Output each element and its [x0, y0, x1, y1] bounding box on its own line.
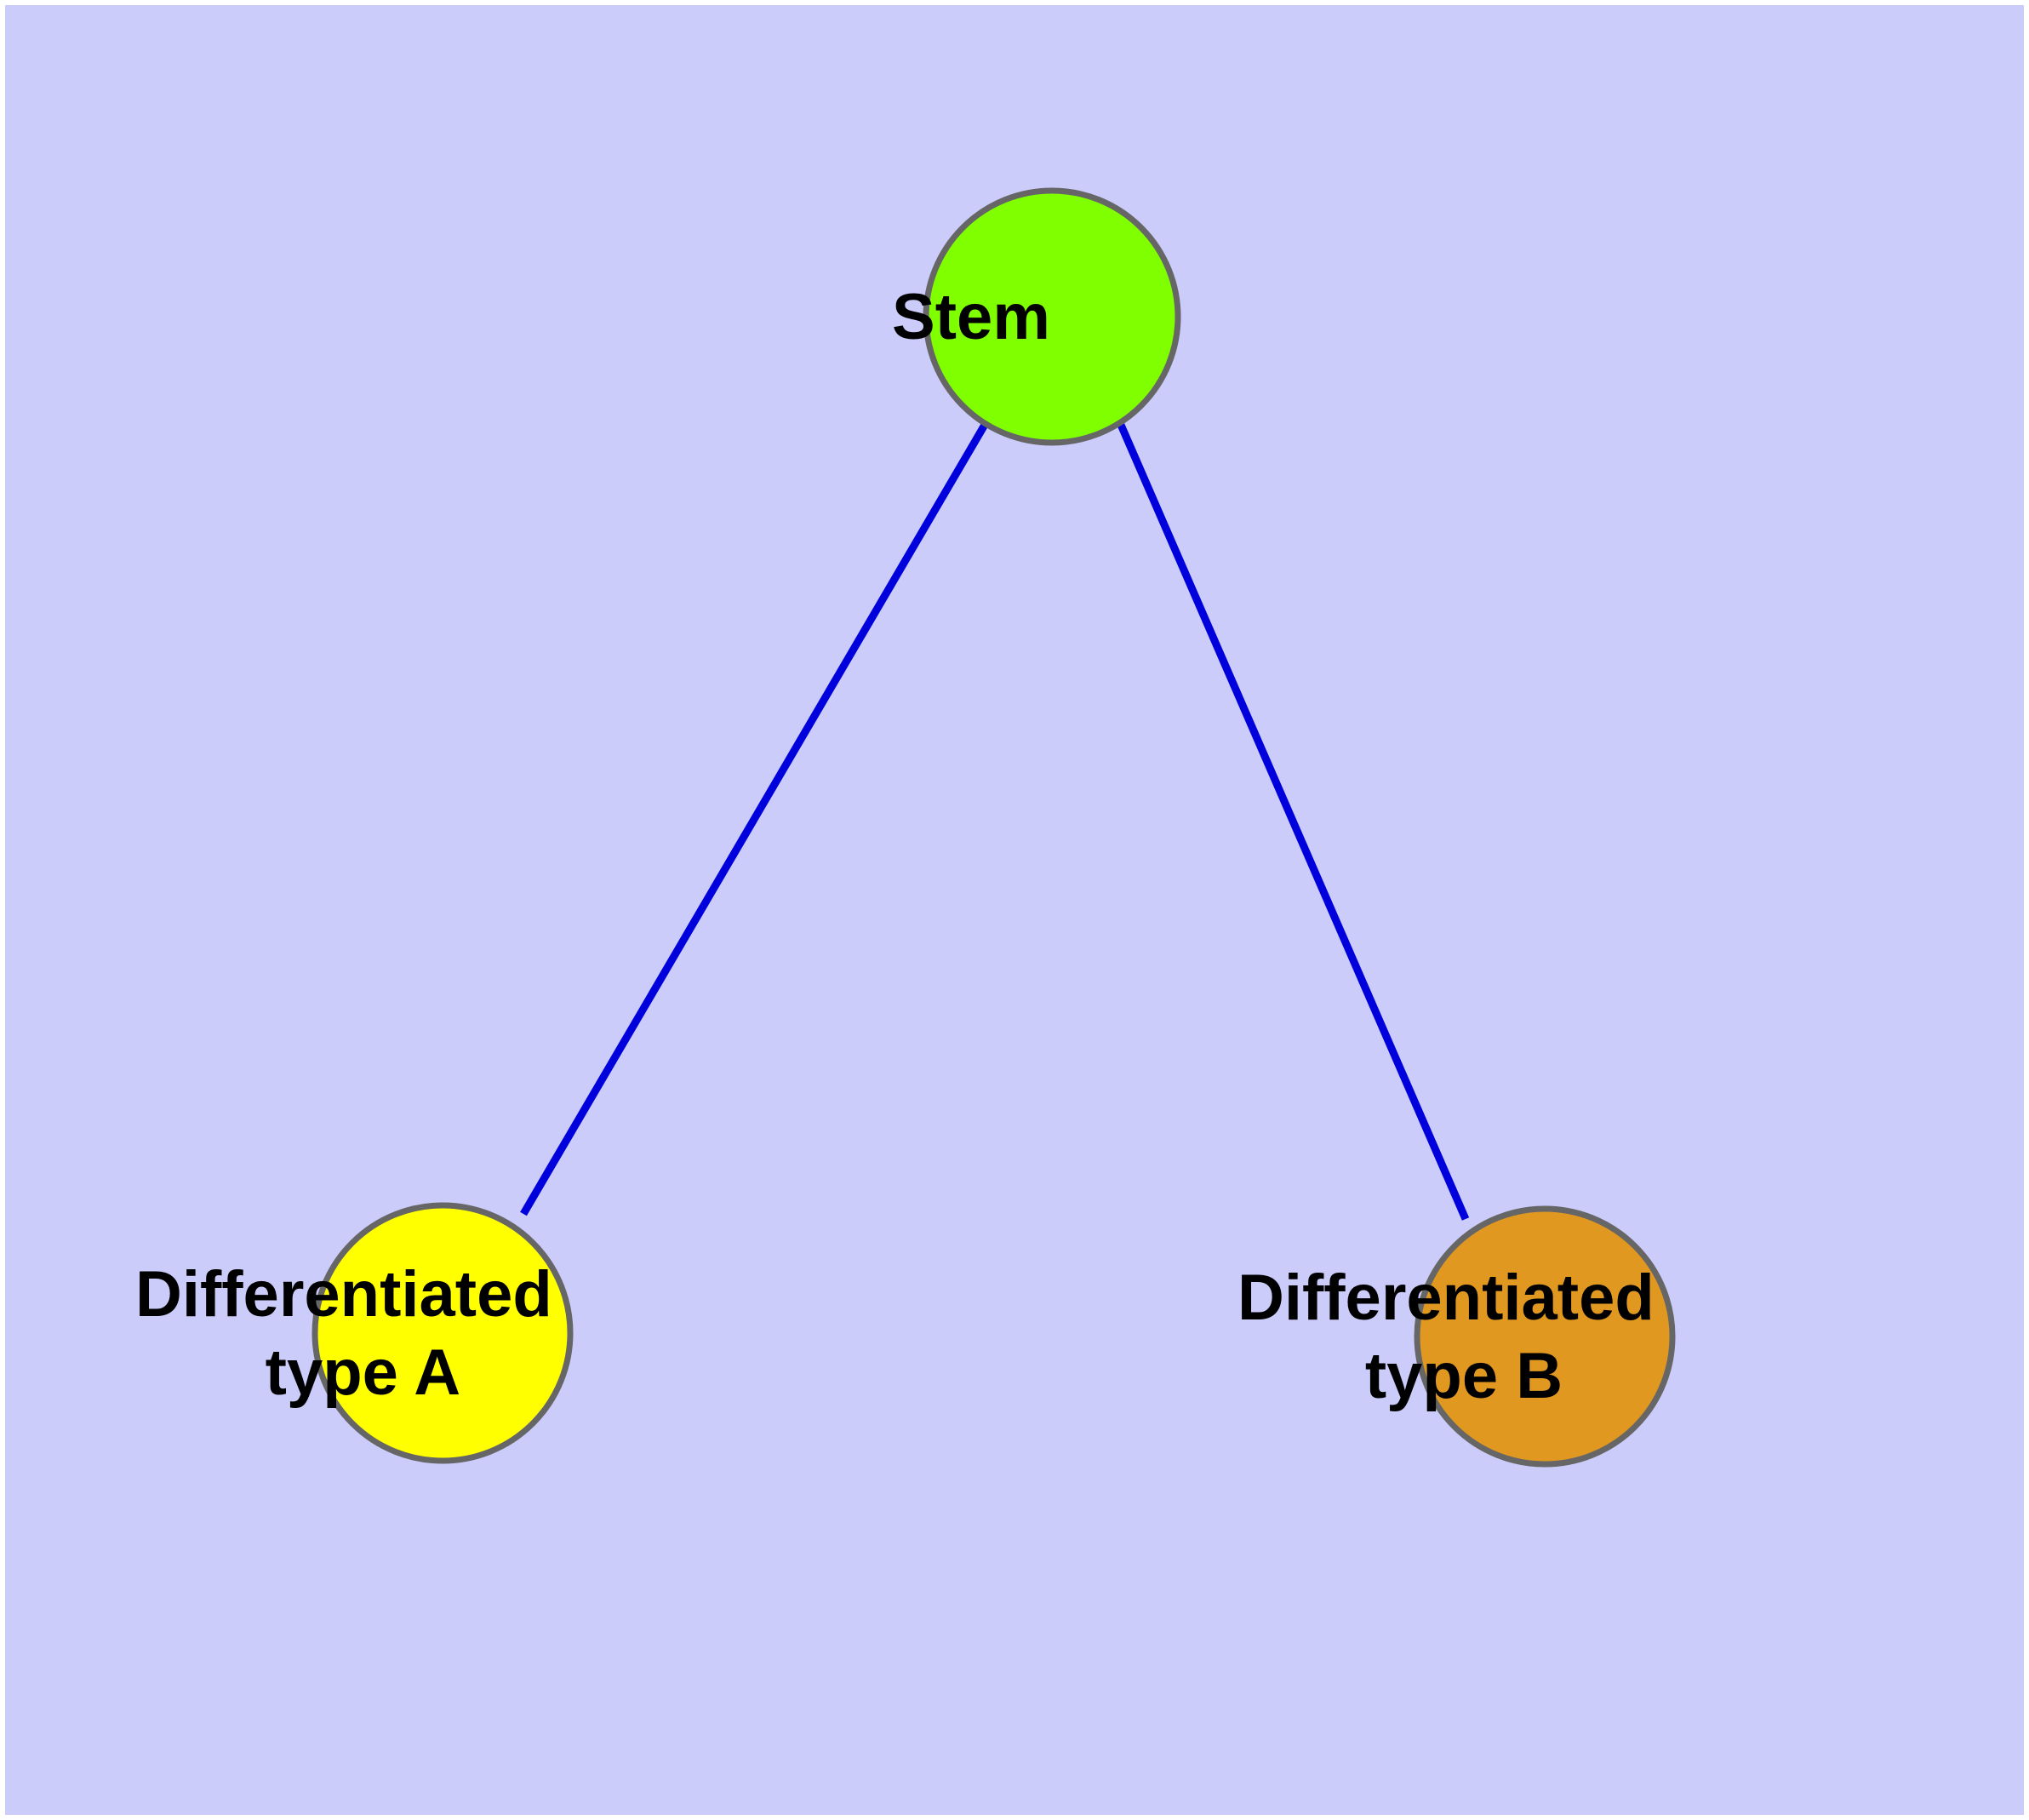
node-layer: Stem Differentiated type A Differentiate… — [135, 187, 1852, 1468]
node-stem-label: Stem — [892, 259, 1212, 353]
edge-layer — [520, 422, 1470, 1221]
node-stem-circle[interactable] — [923, 187, 1181, 446]
node-diff-type-b[interactable]: Differentiated type B — [1237, 1205, 1852, 1468]
node-diff-type-a[interactable]: Differentiated type A — [135, 1202, 750, 1464]
node-diff-type-a-label: Differentiated type A — [135, 1258, 750, 1409]
edge-stem-to-type-b[interactable] — [1117, 423, 1470, 1221]
edge-stem-to-type-a[interactable] — [520, 422, 988, 1216]
node-diff-type-a-circle[interactable] — [311, 1202, 574, 1464]
node-stem[interactable]: Stem — [892, 187, 1212, 446]
node-diff-type-b-circle[interactable] — [1414, 1205, 1676, 1468]
node-diff-type-b-label: Differentiated type B — [1237, 1262, 1852, 1412]
